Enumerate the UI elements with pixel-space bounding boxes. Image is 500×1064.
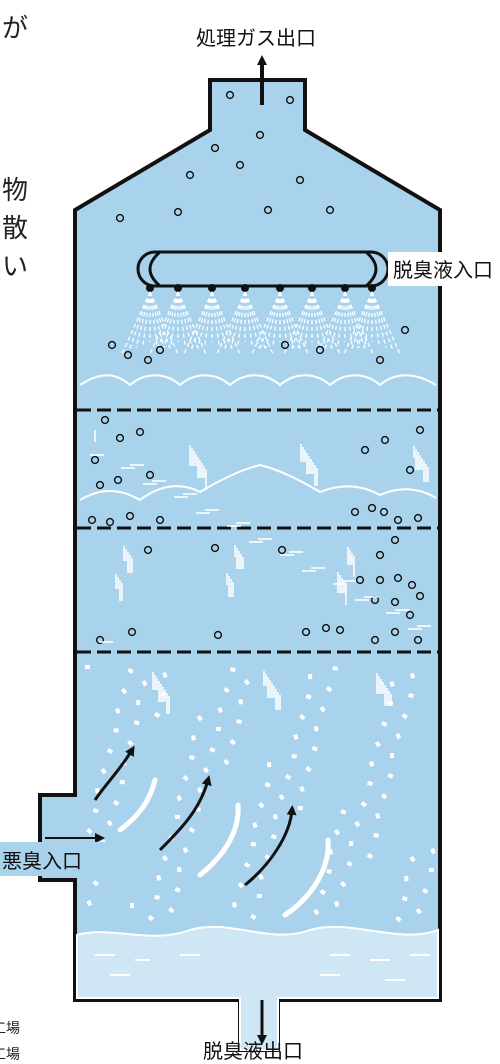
droplet [161, 692, 166, 697]
droplet [130, 903, 134, 908]
label-treated-gas-outlet: 処理ガス出口 [196, 26, 316, 50]
droplet [120, 780, 125, 784]
nozzle [368, 284, 376, 292]
nozzle [308, 284, 316, 292]
droplet [232, 902, 237, 908]
droplet [267, 762, 271, 767]
label-odor-inlet: 悪臭入口 [2, 849, 82, 873]
droplet [373, 833, 379, 838]
nozzle [146, 284, 154, 292]
droplet [257, 894, 262, 898]
nozzle [174, 284, 182, 292]
label-liquid-outlet: 脱臭液出口 [203, 1039, 303, 1063]
droplet [390, 753, 394, 758]
droplet [154, 895, 160, 900]
droplet [113, 728, 119, 733]
droplet [191, 735, 196, 741]
droplet [308, 674, 312, 679]
droplet [175, 815, 180, 819]
droplet [349, 841, 353, 846]
droplet [273, 814, 278, 820]
droplet [292, 754, 297, 759]
label-liquid-inlet: 脱臭液入口 [393, 258, 493, 282]
nozzle [208, 284, 216, 292]
droplet [136, 700, 140, 705]
nozzle [241, 284, 249, 292]
droplet [332, 666, 338, 671]
nozzle [341, 284, 349, 292]
droplet [177, 867, 181, 872]
droplet [388, 701, 393, 705]
droplet [216, 727, 221, 731]
droplet [298, 806, 303, 810]
droplet [429, 868, 434, 872]
droplet [251, 842, 256, 847]
nozzle [276, 284, 284, 292]
droplet [85, 665, 90, 669]
bottom-liquid-pool [77, 927, 438, 1050]
vessel-body [40, 80, 440, 1050]
droplet [404, 876, 409, 881]
droplet [314, 726, 319, 731]
